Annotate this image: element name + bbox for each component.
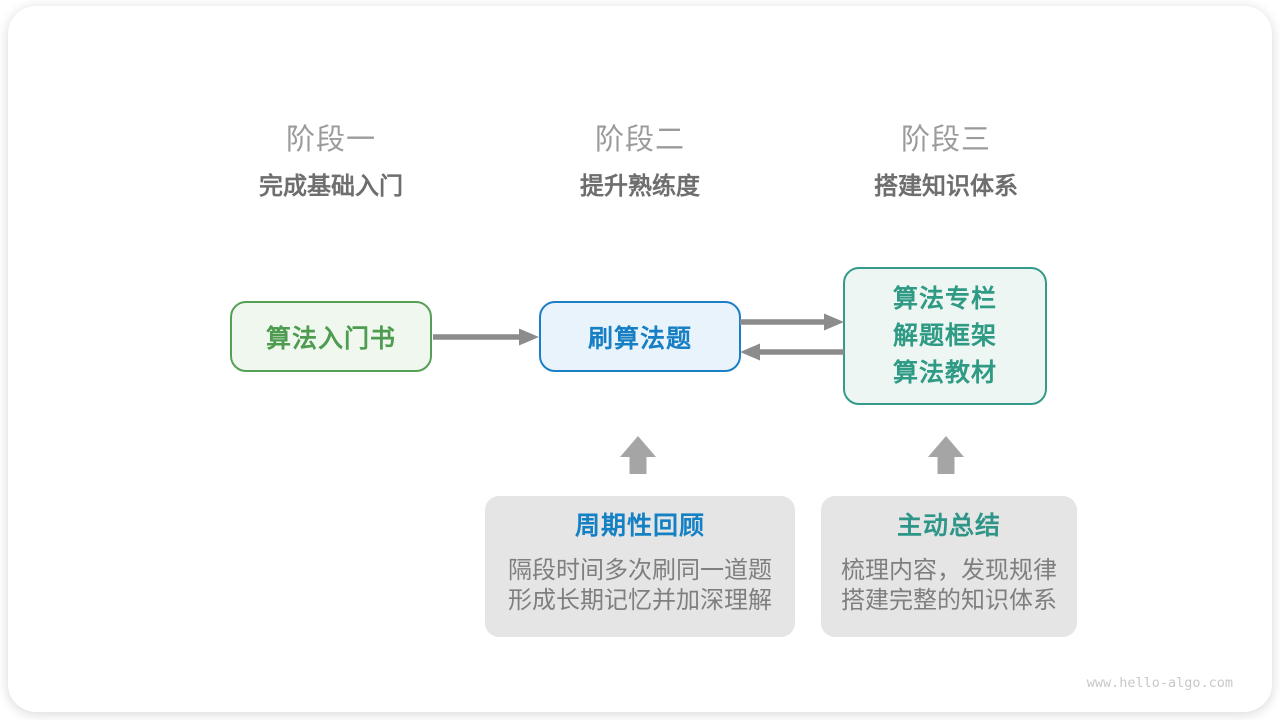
stage-3-subtitle: 搭建知识体系 bbox=[874, 173, 1018, 200]
arrow-left-icon bbox=[740, 343, 844, 361]
watermark: www.hello-algo.com bbox=[1086, 675, 1233, 691]
node-practice-label: 刷算法题 bbox=[587, 324, 692, 353]
stage-1-subtitle: 完成基础入门 bbox=[259, 173, 403, 200]
note-text-line: 梳理内容，发现规律 bbox=[841, 557, 1057, 584]
stage-1-label: 阶段一 bbox=[285, 124, 376, 156]
note-periodic-review-title: 周期性回顾 bbox=[574, 512, 705, 540]
node-knowledge: 算法专栏 解题框架 算法教材 bbox=[843, 267, 1047, 405]
stage-header-1: 阶段一 完成基础入门 bbox=[181, 122, 481, 202]
node-intro-book-label: 算法入门书 bbox=[265, 324, 396, 353]
note-text-line: 隔段时间多次刷同一道题 bbox=[508, 557, 772, 584]
arrow-up-icon bbox=[928, 436, 964, 474]
stage-2-label: 阶段二 bbox=[594, 124, 685, 156]
note-active-summary-text: 梳理内容，发现规律 搭建完整的知识体系 bbox=[821, 556, 1077, 616]
node-knowledge-line-1: 算法专栏 bbox=[892, 284, 997, 313]
stage-header-2: 阶段二 提升熟练度 bbox=[490, 122, 790, 202]
note-active-summary: 主动总结 梳理内容，发现规律 搭建完整的知识体系 bbox=[821, 496, 1077, 637]
note-periodic-review: 周期性回顾 隔段时间多次刷同一道题 形成长期记忆并加深理解 bbox=[485, 496, 795, 637]
stage-2-subtitle: 提升熟练度 bbox=[580, 173, 700, 200]
node-knowledge-line-2: 解题框架 bbox=[892, 321, 997, 350]
arrow-up-icon bbox=[620, 436, 656, 474]
arrow-right-icon bbox=[740, 313, 844, 331]
node-practice: 刷算法题 bbox=[539, 301, 741, 372]
note-active-summary-title: 主动总结 bbox=[896, 512, 1001, 540]
arrow-right-icon bbox=[433, 328, 539, 346]
node-intro-book: 算法入门书 bbox=[230, 301, 432, 372]
note-text-line: 搭建完整的知识体系 bbox=[841, 587, 1057, 614]
note-periodic-review-text: 隔段时间多次刷同一道题 形成长期记忆并加深理解 bbox=[485, 556, 795, 616]
stage-3-label: 阶段三 bbox=[900, 124, 991, 156]
note-text-line: 形成长期记忆并加深理解 bbox=[508, 587, 772, 614]
node-knowledge-line-3: 算法教材 bbox=[892, 358, 997, 387]
stage-header-3: 阶段三 搭建知识体系 bbox=[796, 122, 1096, 202]
